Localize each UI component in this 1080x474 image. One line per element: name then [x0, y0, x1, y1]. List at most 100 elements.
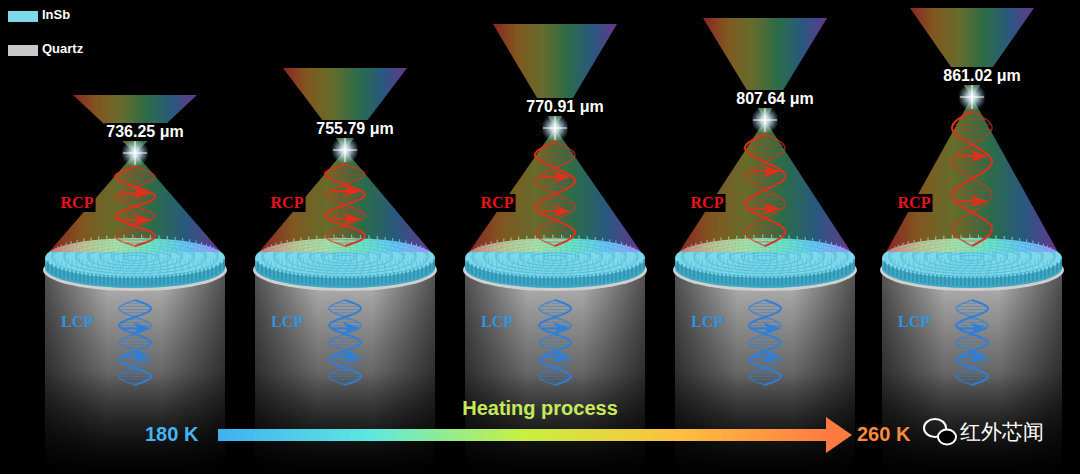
insb-pillar — [806, 258, 807, 263]
insb-pillar — [531, 275, 532, 285]
lcp-wave-rung — [120, 306, 150, 307]
insb-pillar — [918, 263, 919, 268]
insb-pillar — [117, 268, 118, 273]
insb-pillar — [201, 259, 202, 264]
insb-pillar — [1038, 264, 1039, 269]
insb-pillar — [972, 276, 973, 286]
insb-pillar — [1000, 275, 1001, 285]
insb-pillar — [47, 261, 48, 271]
insb-pillar — [977, 261, 978, 266]
insb-pillar — [1009, 259, 1010, 264]
rcp-wave-rung — [956, 134, 988, 135]
lcp-wave-rung — [752, 379, 779, 380]
insb-pillar — [382, 259, 383, 264]
insb-pillar — [363, 266, 364, 271]
rcp-wave-rung — [952, 230, 992, 231]
lcp-wave-rung — [542, 373, 569, 374]
insb-pillar — [684, 258, 685, 263]
rcp-wave-rung — [536, 230, 574, 231]
insb-pillar — [833, 257, 834, 262]
insb-pillar — [1036, 270, 1037, 280]
insb-pillar — [705, 271, 706, 281]
insb-pillar — [912, 271, 913, 281]
insb-pillar — [950, 259, 951, 264]
insb-pillar — [105, 264, 106, 269]
insb-pillar — [790, 268, 791, 273]
insb-pillar — [514, 266, 515, 271]
insb-pillar — [203, 269, 204, 279]
insb-pillar — [515, 274, 516, 284]
insb-pillar — [909, 260, 910, 265]
rcp-wave-rung — [115, 237, 155, 238]
insb-pillar — [271, 261, 272, 266]
insb-pillar — [323, 259, 324, 264]
focusing-light-cone — [49, 153, 221, 252]
insb-pillar — [968, 256, 969, 261]
insb-pillar — [731, 267, 732, 272]
insb-pillar — [136, 256, 137, 261]
insb-pillar — [341, 276, 342, 286]
rcp-wave-rung — [958, 119, 986, 120]
insb-pillar — [773, 269, 774, 274]
rcp-wave-rung — [753, 195, 777, 196]
insb-pillar — [389, 273, 390, 283]
insb-pillar — [697, 269, 698, 279]
insb-pillar — [788, 271, 789, 276]
rcp-wave-rung — [119, 180, 151, 181]
polarization-label: LCP — [691, 313, 723, 331]
insb-pillar — [693, 268, 694, 278]
insb-pillar — [771, 271, 772, 276]
insb-pillar — [94, 266, 95, 271]
focal-length: 755.79 μm — [313, 120, 396, 138]
lcp-wave-arrow — [541, 327, 559, 329]
insb-pillar — [543, 276, 544, 286]
insb-pillar — [1043, 262, 1044, 267]
insb-pillar — [167, 261, 168, 266]
insb-pillar — [812, 268, 813, 273]
insb-pillar — [1004, 275, 1005, 285]
insb-pillar — [975, 263, 976, 268]
insb-pillar — [971, 258, 972, 263]
insb-pillar — [519, 252, 520, 257]
insb-pillar — [571, 268, 572, 273]
insb-pillar — [990, 266, 991, 271]
insb-pillar — [171, 274, 172, 284]
rcp-wave-strand — [535, 142, 575, 246]
insb-pillar — [525, 264, 526, 269]
insb-pillar — [207, 268, 208, 278]
insb-pillar — [914, 256, 915, 261]
insb-pillar — [361, 257, 362, 262]
insb-pillar — [963, 261, 964, 266]
lcp-wave-rung — [961, 338, 984, 339]
insb-pillar — [77, 256, 78, 261]
insb-pillar — [596, 258, 597, 263]
insb-pillar — [817, 272, 818, 282]
rcp-wave-strand — [535, 142, 575, 246]
insb-pillar — [98, 270, 99, 275]
insb-pillar — [560, 261, 561, 266]
insb-pillar — [71, 270, 72, 280]
insb-pillar — [570, 271, 571, 276]
insb-pillar — [377, 275, 378, 285]
insb-pillar — [583, 275, 584, 285]
insb-pillar — [809, 256, 810, 261]
insb-pillar — [575, 275, 576, 285]
lcp-wave-rung — [122, 322, 149, 323]
insb-pillar — [765, 276, 766, 286]
insb-pillar — [764, 269, 765, 274]
insb-pillar — [77, 266, 78, 271]
insb-pillar — [348, 263, 349, 268]
insb-pillar — [275, 263, 276, 268]
lcp-wave-rung — [334, 338, 357, 339]
insb-pillar — [757, 276, 758, 286]
insb-pillar — [499, 258, 500, 263]
insb-pillar — [892, 266, 893, 276]
insb-pillar — [188, 263, 189, 268]
insb-pillar — [99, 274, 100, 284]
insb-pillar — [898, 261, 899, 266]
insb-pillar — [717, 273, 718, 283]
insb-pillar — [811, 251, 812, 256]
insb-pillar — [739, 262, 740, 267]
insb-pillar — [797, 261, 798, 266]
